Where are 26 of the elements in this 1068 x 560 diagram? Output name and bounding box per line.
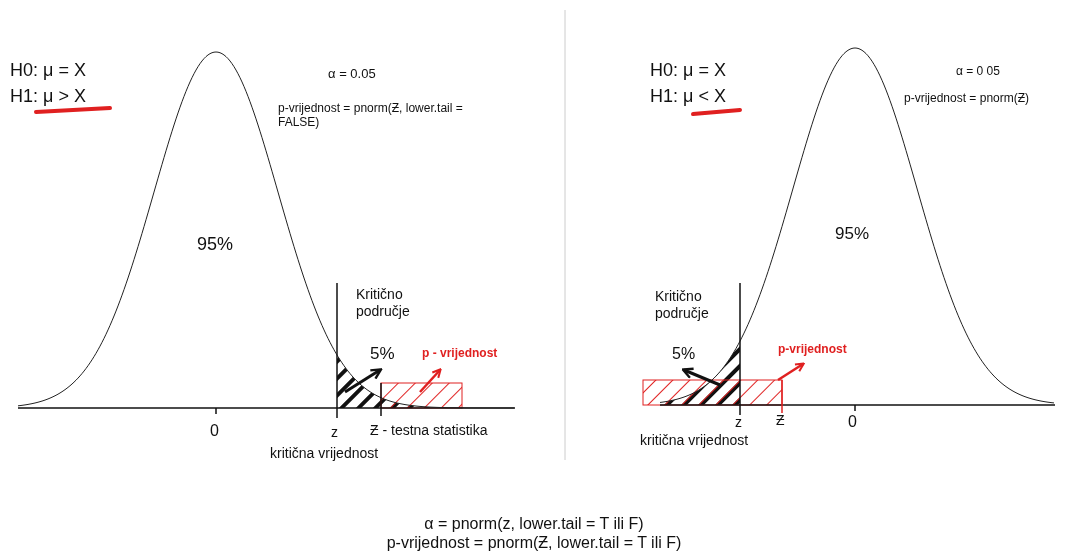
label-text: H1: μ > X — [10, 86, 86, 108]
label-text: H1: μ < X — [650, 86, 726, 108]
label-text: p - vrijednost — [422, 346, 498, 361]
label-text: 95% — [835, 224, 870, 245]
label-text: p-vrijednost = pnorm(Ƶ, lower.tail = FALSE) — [278, 101, 464, 130]
label-text: p-vrijednost = pnorm(Ƶ) — [904, 91, 1030, 106]
label-text: kritična vrijednost — [270, 445, 379, 462]
label-text: 5% — [672, 344, 696, 364]
label-text: p-vrijednost — [778, 342, 847, 357]
label-text: H0: μ = X — [10, 60, 86, 82]
label-text: z — [331, 424, 338, 441]
label-text: Kritično područje — [356, 286, 411, 320]
label-text: 0 — [848, 412, 857, 432]
label-text: Kritično područje — [655, 288, 710, 322]
label-text: z — [735, 414, 742, 431]
label-text: Ƶ — [776, 412, 785, 429]
label-text: p-vrijednost = pnorm(Ƶ, lower.tail = T ili F) — [386, 533, 682, 553]
label-text: kritična vrijednost — [640, 432, 749, 449]
label-text: H0: μ = X — [650, 60, 726, 82]
label-text: α = 0.05 — [328, 66, 376, 82]
label-text: α = 0 05 — [956, 64, 1000, 79]
label-text: Ƶ - testna statistika — [370, 422, 488, 439]
label-text: 5% — [370, 344, 395, 365]
label-text: α = pnorm(z, lower.tail = T ili F) — [424, 514, 644, 534]
label-text: 95% — [197, 234, 234, 256]
label-text: 0 — [210, 421, 219, 441]
